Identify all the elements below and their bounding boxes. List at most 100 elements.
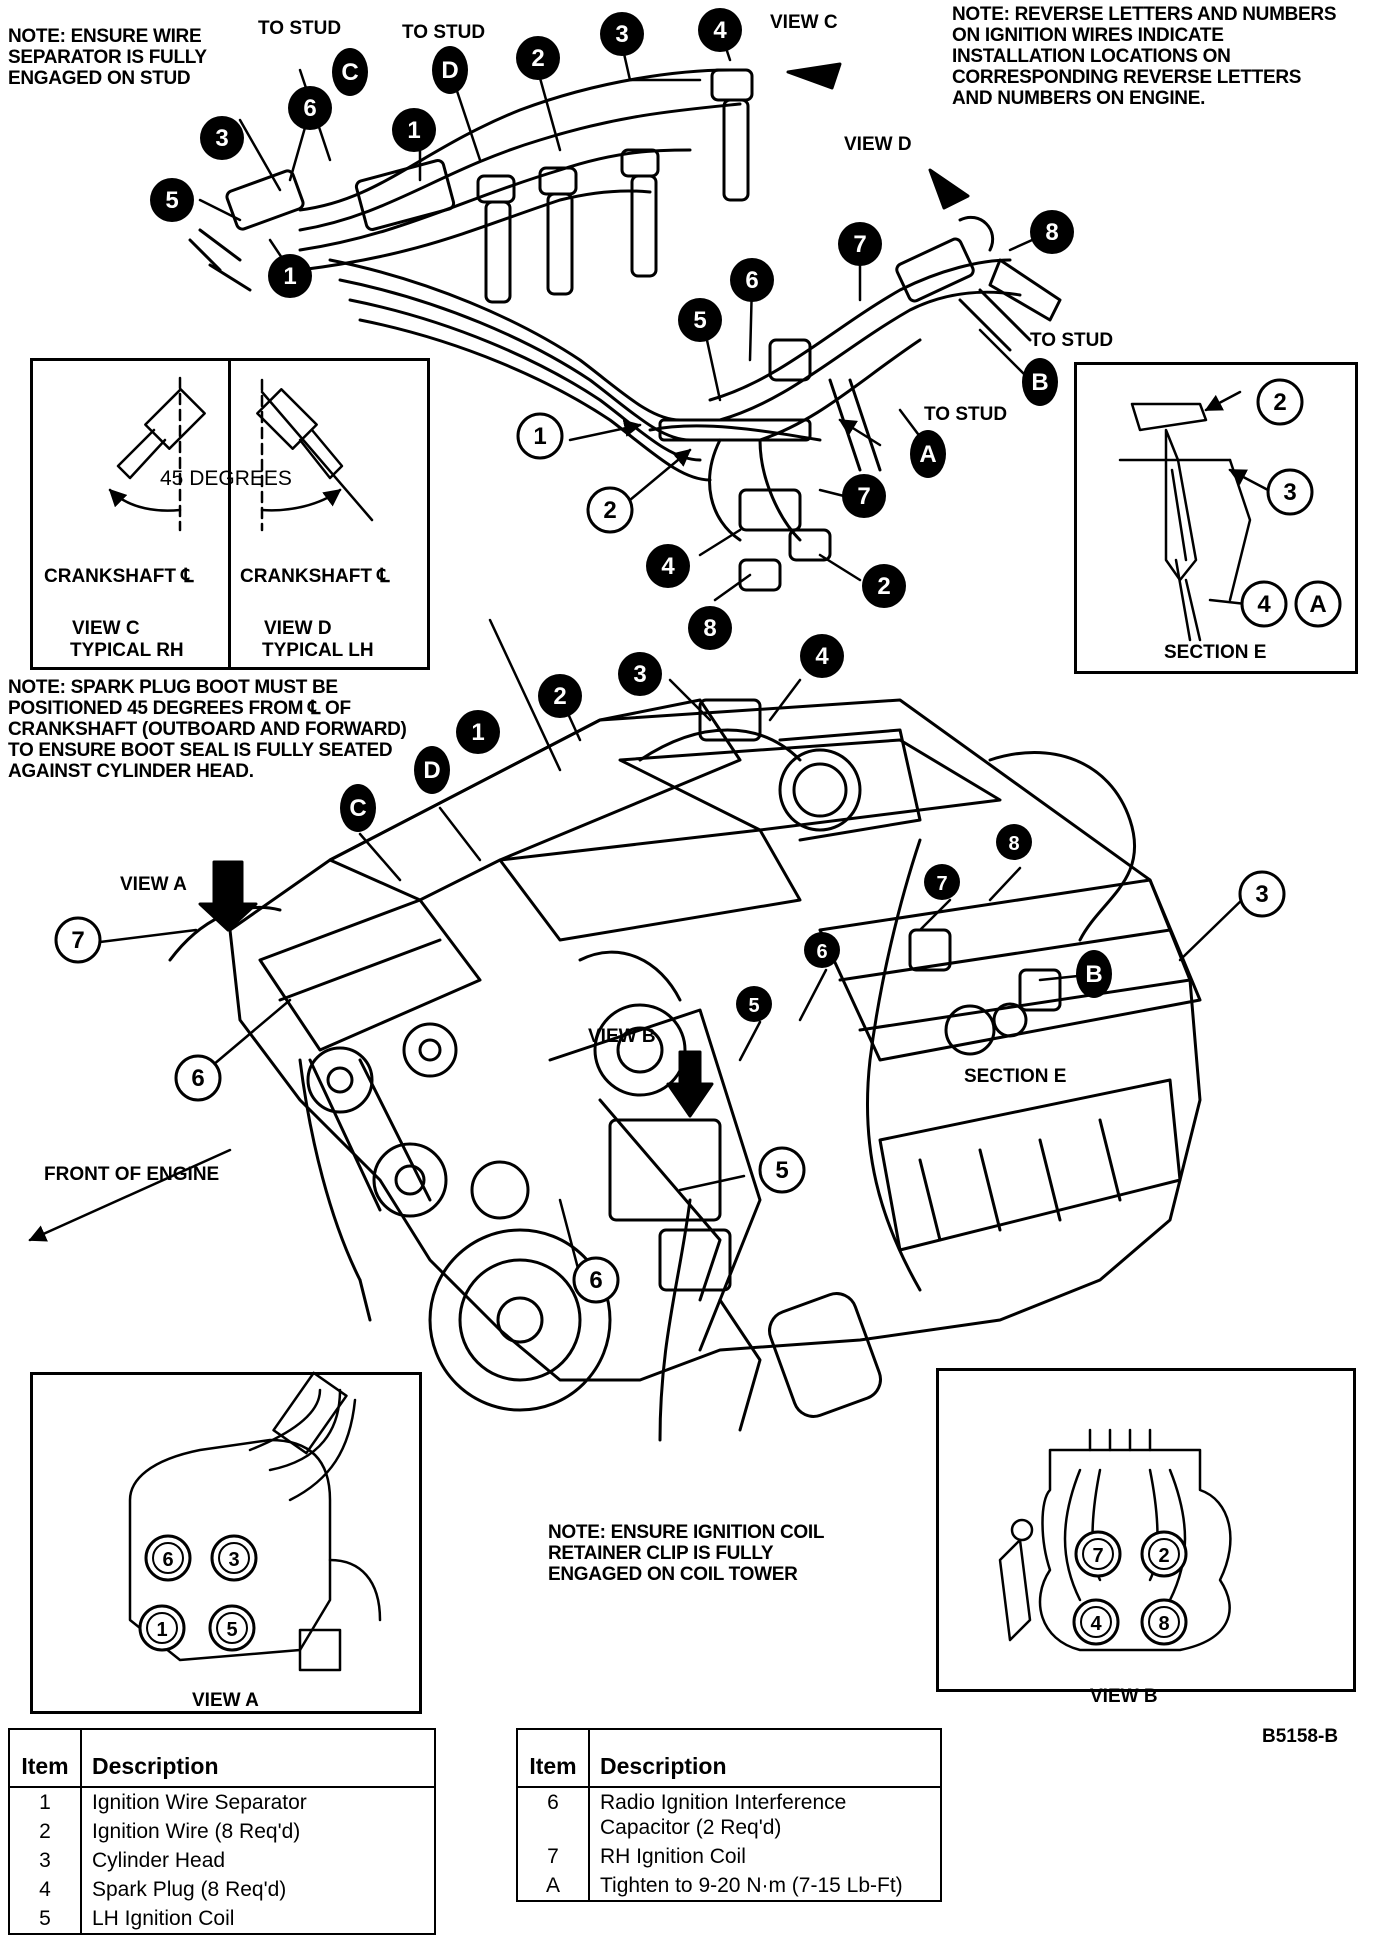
svg-text:2: 2	[603, 497, 616, 524]
table-right-header-desc: Description	[589, 1729, 941, 1788]
callout-white-7-eng: 7	[54, 916, 102, 964]
item-description: LH Ignition Coil	[92, 1907, 235, 1930]
svg-text:7: 7	[71, 927, 84, 954]
note-spark-plug-boot: NOTE: SPARK PLUG BOOT MUST BE POSITIONED…	[8, 677, 407, 782]
svg-text:1: 1	[283, 263, 296, 290]
svg-text:7: 7	[853, 231, 866, 258]
item-table-left: Item Description 1 Ignition Wire Separato…	[8, 1728, 436, 1935]
to-stud-label-a: TO STUD	[924, 404, 1008, 425]
item-description: Ignition Wire (8 Req'd)	[92, 1820, 301, 1843]
item-number: 5	[9, 1904, 82, 1934]
degrees-label: 45 DEGREES	[160, 467, 292, 490]
table-left-header-item: Item	[9, 1729, 82, 1788]
item-description: Tighten to 9-20 N·m (7-15 Lb-Ft)	[600, 1874, 903, 1897]
view-b-arrow-label: VIEW B	[588, 1026, 656, 1047]
svg-text:C: C	[341, 59, 358, 86]
view-b-box	[936, 1368, 1356, 1692]
svg-text:3: 3	[633, 661, 646, 688]
to-stud-label-b: TO STUD	[1030, 330, 1114, 351]
callout-black-3-top: 3	[600, 12, 644, 56]
view-d-caption: VIEW D	[264, 618, 332, 639]
callout-white-6-eng: 6	[174, 1054, 222, 1102]
item-description: Ignition Wire Separator	[92, 1791, 307, 1814]
view-a-caption: VIEW A	[192, 1690, 259, 1711]
svg-text:5: 5	[693, 307, 706, 334]
svg-text:D: D	[441, 57, 458, 84]
callout-white-5-eng: 5	[758, 1146, 806, 1194]
svg-text:B: B	[1031, 369, 1048, 396]
svg-text:1: 1	[407, 117, 420, 144]
svg-text:2: 2	[553, 683, 566, 710]
view-d-arrow	[928, 168, 970, 210]
svg-text:1: 1	[533, 423, 546, 450]
svg-text:2: 2	[531, 45, 544, 72]
front-of-engine-label: FRONT OF ENGINE	[44, 1164, 220, 1185]
table-row: 7 RH Ignition Coil	[517, 1842, 941, 1871]
callout-black-8b: 8	[688, 606, 732, 650]
item-description: Spark Plug (8 Req'd)	[92, 1878, 287, 1901]
item-number: 6	[517, 1787, 590, 1842]
view-a-arrow-label: VIEW A	[120, 874, 187, 895]
section-e-box	[1074, 362, 1358, 674]
svg-text:3: 3	[215, 125, 228, 152]
item-description: RH Ignition Coil	[600, 1845, 746, 1868]
callout-black-1a: 1	[268, 254, 312, 298]
callout-black-3-eng: 3	[618, 652, 662, 696]
view-d-label: VIEW D	[844, 134, 912, 155]
item-number: 2	[9, 1817, 82, 1846]
svg-text:6: 6	[745, 267, 758, 294]
svg-text:5: 5	[748, 995, 759, 1017]
svg-text:3: 3	[615, 21, 628, 48]
crankshaft-label-c: CRANKSHAFT ℄	[44, 566, 194, 587]
item-number: 3	[9, 1846, 82, 1875]
item-description: Radio Ignition Interference Capacitor (2…	[600, 1791, 847, 1839]
svg-text:8: 8	[703, 615, 716, 642]
svg-text:5: 5	[165, 187, 178, 214]
to-stud-label-d: TO STUD	[402, 22, 486, 43]
callout-black-6: 6	[288, 86, 332, 130]
view-c-arrow	[786, 62, 842, 90]
callout-black-5: 5	[150, 178, 194, 222]
callout-white-1-top: 1	[516, 412, 564, 460]
view-c-caption: VIEW C	[72, 618, 140, 639]
svg-text:C: C	[349, 795, 366, 822]
item-number: 1	[9, 1787, 82, 1817]
callout-white-2-top: 2	[586, 486, 634, 534]
callout-black-8a: 8	[1030, 210, 1074, 254]
callout-black-7a: 7	[838, 222, 882, 266]
item-number: 4	[9, 1875, 82, 1904]
note-reverse-letters: NOTE: REVERSE LETTERS AND NUMBERS ON IGN…	[952, 4, 1337, 109]
callout-black-c-eng: C	[340, 784, 376, 832]
table-row: 4 Spark Plug (8 Req'd)	[9, 1875, 435, 1904]
section-e-caption: SECTION E	[1164, 642, 1267, 663]
svg-text:6: 6	[589, 1267, 602, 1294]
svg-text:6: 6	[191, 1065, 204, 1092]
svg-text:7: 7	[857, 483, 870, 510]
svg-text:6: 6	[303, 95, 316, 122]
callout-black-d-top: D	[432, 46, 468, 94]
svg-text:4: 4	[815, 643, 829, 670]
table-row: 5 LH Ignition Coil	[9, 1904, 435, 1934]
table-row: 1 Ignition Wire Separator	[9, 1787, 435, 1817]
svg-text:B: B	[1085, 961, 1102, 988]
callout-white-6b-eng: 6	[572, 1256, 620, 1304]
callout-black-5b: 5	[678, 298, 722, 342]
crankshaft-label-d: CRANKSHAFT ℄	[240, 566, 390, 587]
callout-black-4-eng: 4	[800, 634, 844, 678]
callout-black-6b: 6	[730, 258, 774, 302]
item-number: 7	[517, 1842, 590, 1871]
callout-black-4-top: 4	[698, 8, 742, 52]
view-d-sub: TYPICAL LH	[262, 640, 374, 661]
svg-text:6: 6	[816, 941, 827, 963]
table-left-header-desc: Description	[81, 1729, 435, 1788]
callout-black-4b: 4	[646, 544, 690, 588]
svg-text:4: 4	[713, 17, 727, 44]
callout-black-6-eng: 6	[804, 932, 840, 968]
callout-black-5-eng: 5	[736, 986, 772, 1022]
svg-text:1: 1	[471, 719, 484, 746]
table-row: 2 Ignition Wire (8 Req'd)	[9, 1817, 435, 1846]
